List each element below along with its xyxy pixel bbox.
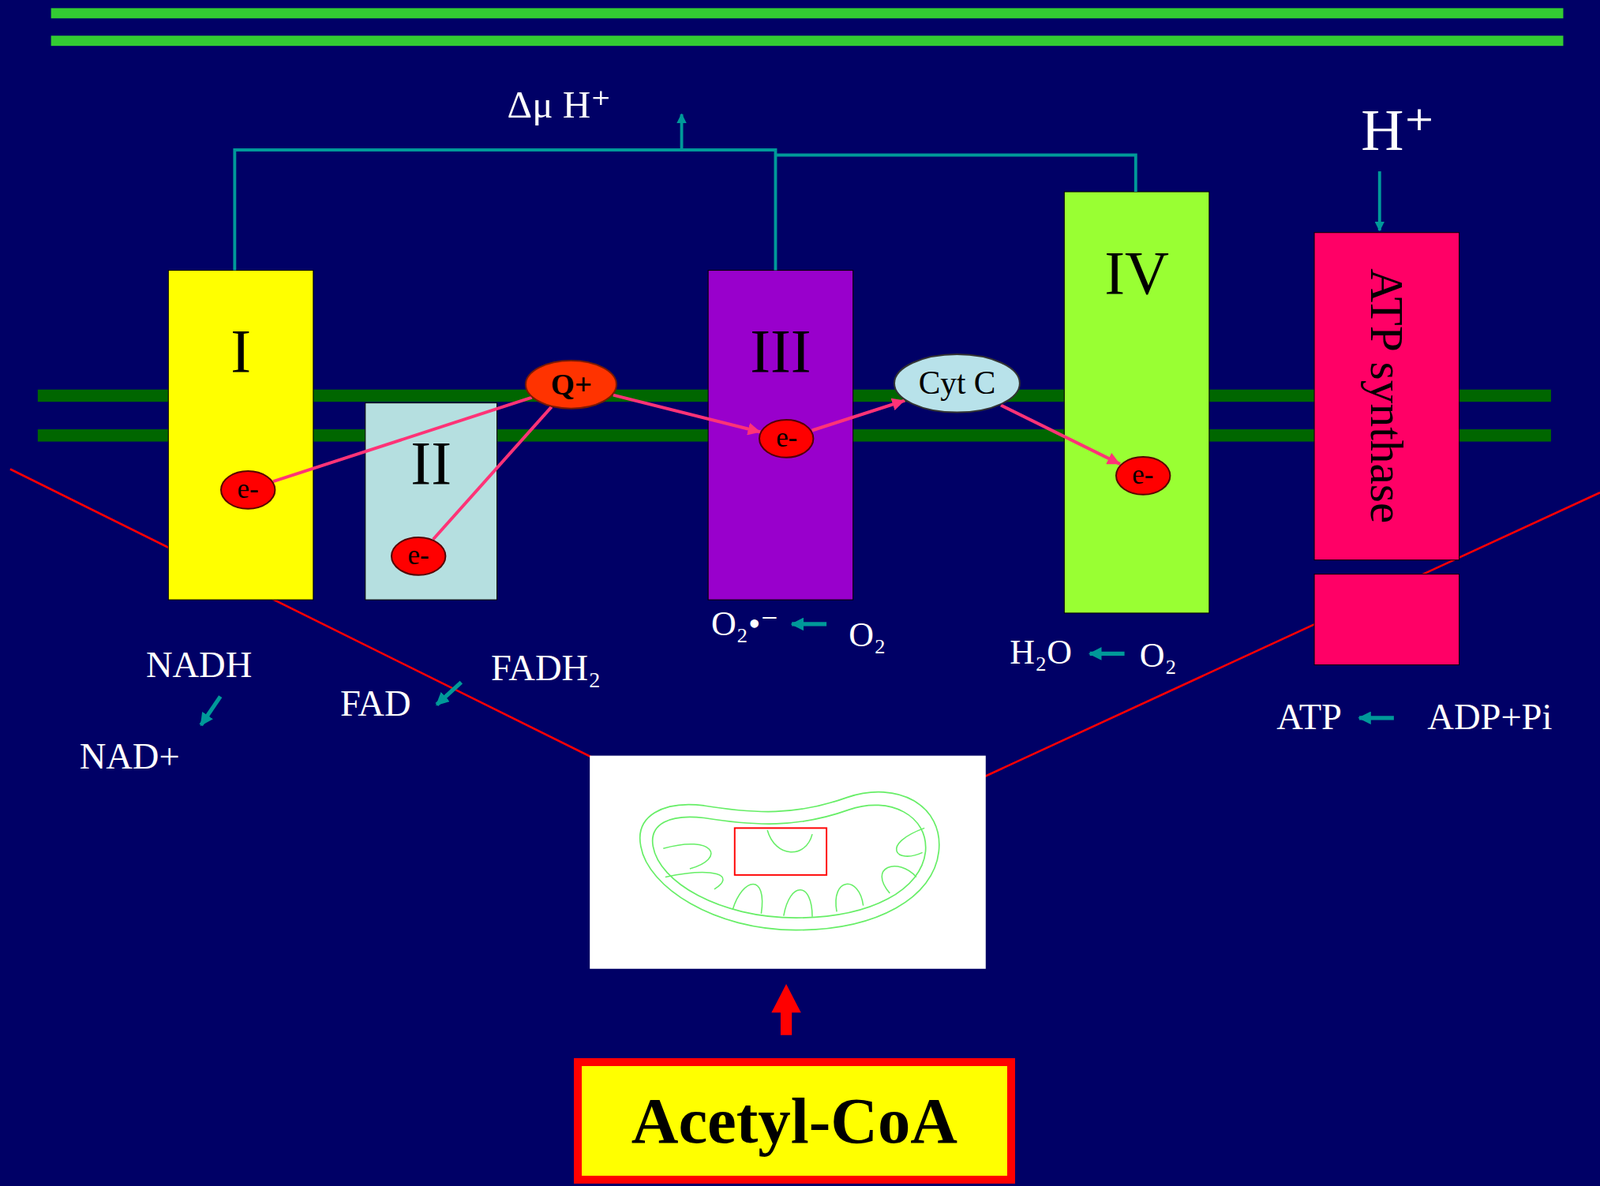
node-outline-shape: [391, 537, 446, 576]
electron-dot: e-: [219, 469, 277, 511]
proton-pump-line: [234, 149, 776, 270]
box-fill: [168, 270, 314, 601]
label-anchor: NADH: [146, 644, 252, 686]
node-text: e-: [775, 424, 798, 453]
proton-pump-line: [775, 154, 1136, 192]
chem-label: FAD: [340, 683, 412, 724]
top-bar: [51, 7, 1564, 19]
chem-label: O₂: [848, 616, 886, 655]
inset-panel: [589, 756, 986, 970]
gradient-arrow: [680, 114, 684, 150]
electron-path: [812, 400, 906, 431]
node-outline-shape: [525, 360, 617, 409]
reaction-arrow: [201, 696, 222, 726]
proton-arrow: [1378, 171, 1382, 231]
box-fill: [1064, 191, 1210, 614]
electron-dot: e-: [1114, 455, 1172, 497]
chem-label: NAD+: [79, 737, 180, 778]
reaction-arrow: [436, 682, 461, 705]
node-text: Cyt C: [918, 367, 997, 400]
mitochondrion-inner: [652, 805, 926, 919]
complex-box: II e-: [365, 403, 498, 600]
crista: [663, 844, 712, 870]
cristae: [663, 828, 925, 917]
node-outline-shape: [221, 471, 275, 510]
node-text: Acetyl-CoA: [631, 1088, 958, 1155]
chem-label: FADH₂: [490, 648, 601, 689]
label-anchor: FADH₂: [490, 648, 601, 689]
crista: [783, 890, 813, 918]
substrate-box: Acetyl-CoA: [573, 1058, 1016, 1185]
label-anchor: H⁺: [1360, 97, 1436, 163]
crista: [881, 866, 917, 894]
node-outline-shape: [759, 419, 814, 458]
mitochondrion-outer: [640, 792, 940, 931]
reaction-arrow: [1359, 715, 1394, 720]
feed-arrow: [771, 984, 801, 1036]
node-text: e-: [237, 475, 259, 504]
node-outline-shape: [894, 354, 1020, 413]
chem-label: ADP+Pi: [1427, 696, 1552, 738]
chem-label: Δμ H⁺: [507, 83, 612, 127]
label-anchor: O₂•⁻: [711, 605, 780, 644]
chem-label: O₂•⁻: [711, 605, 780, 644]
label-anchor: NAD+: [79, 737, 180, 778]
node-text: I: [230, 321, 252, 383]
node-text: ATP synthase: [1363, 269, 1410, 525]
top-bar: [51, 35, 1564, 46]
label-anchor: FAD: [340, 683, 412, 724]
chem-label: ATP: [1276, 696, 1342, 738]
electron-dot: e-: [389, 535, 447, 578]
electron-path: [1000, 404, 1121, 465]
label-anchor: O₂: [848, 616, 886, 655]
atp-synthase-box: ATP synthase: [1314, 232, 1460, 561]
atp-synthase-base: [1314, 574, 1460, 666]
crista: [732, 884, 762, 914]
label-anchor: O₂: [1139, 637, 1177, 675]
electron-dot: e-: [757, 418, 815, 460]
chem-label: O₂: [1139, 637, 1177, 675]
node-text: e-: [1131, 461, 1154, 490]
box-fill: [708, 270, 854, 601]
node-text: II: [410, 433, 452, 495]
node-text: e-: [407, 542, 429, 570]
quinone-ellipse: Q+: [524, 359, 619, 411]
crista: [896, 828, 926, 857]
label-anchor: ATP: [1276, 696, 1342, 738]
complex-box: Ie-: [168, 270, 314, 601]
crista: [767, 830, 813, 853]
complex-box: III e-: [708, 270, 854, 601]
label-anchor: ADP+Pi: [1427, 696, 1552, 738]
crista: [835, 884, 864, 912]
chem-label: H⁺: [1360, 97, 1436, 163]
box-fill: [1314, 232, 1460, 561]
chem-label: H₂O: [1009, 633, 1072, 672]
zoom-frame: [734, 828, 827, 875]
label-anchor: H₂O: [1009, 633, 1072, 672]
box-fill: [365, 403, 498, 600]
node-text: Q+: [550, 369, 593, 401]
cytochrome-ellipse: Cyt C: [892, 352, 1022, 415]
complex-box: IV e-: [1064, 191, 1210, 614]
electron-path: [613, 395, 761, 433]
reaction-arrow: [791, 622, 827, 626]
node-text: IV: [1104, 243, 1170, 305]
crista: [665, 873, 724, 890]
label-anchor: Δμ H⁺: [507, 83, 612, 127]
node-outline-shape: [1116, 457, 1170, 495]
box-fills: [168, 191, 1459, 614]
reaction-arrow: [1090, 651, 1125, 656]
node-text: III: [749, 321, 811, 383]
chem-label: NADH: [146, 644, 252, 686]
electron-path: [273, 397, 533, 483]
